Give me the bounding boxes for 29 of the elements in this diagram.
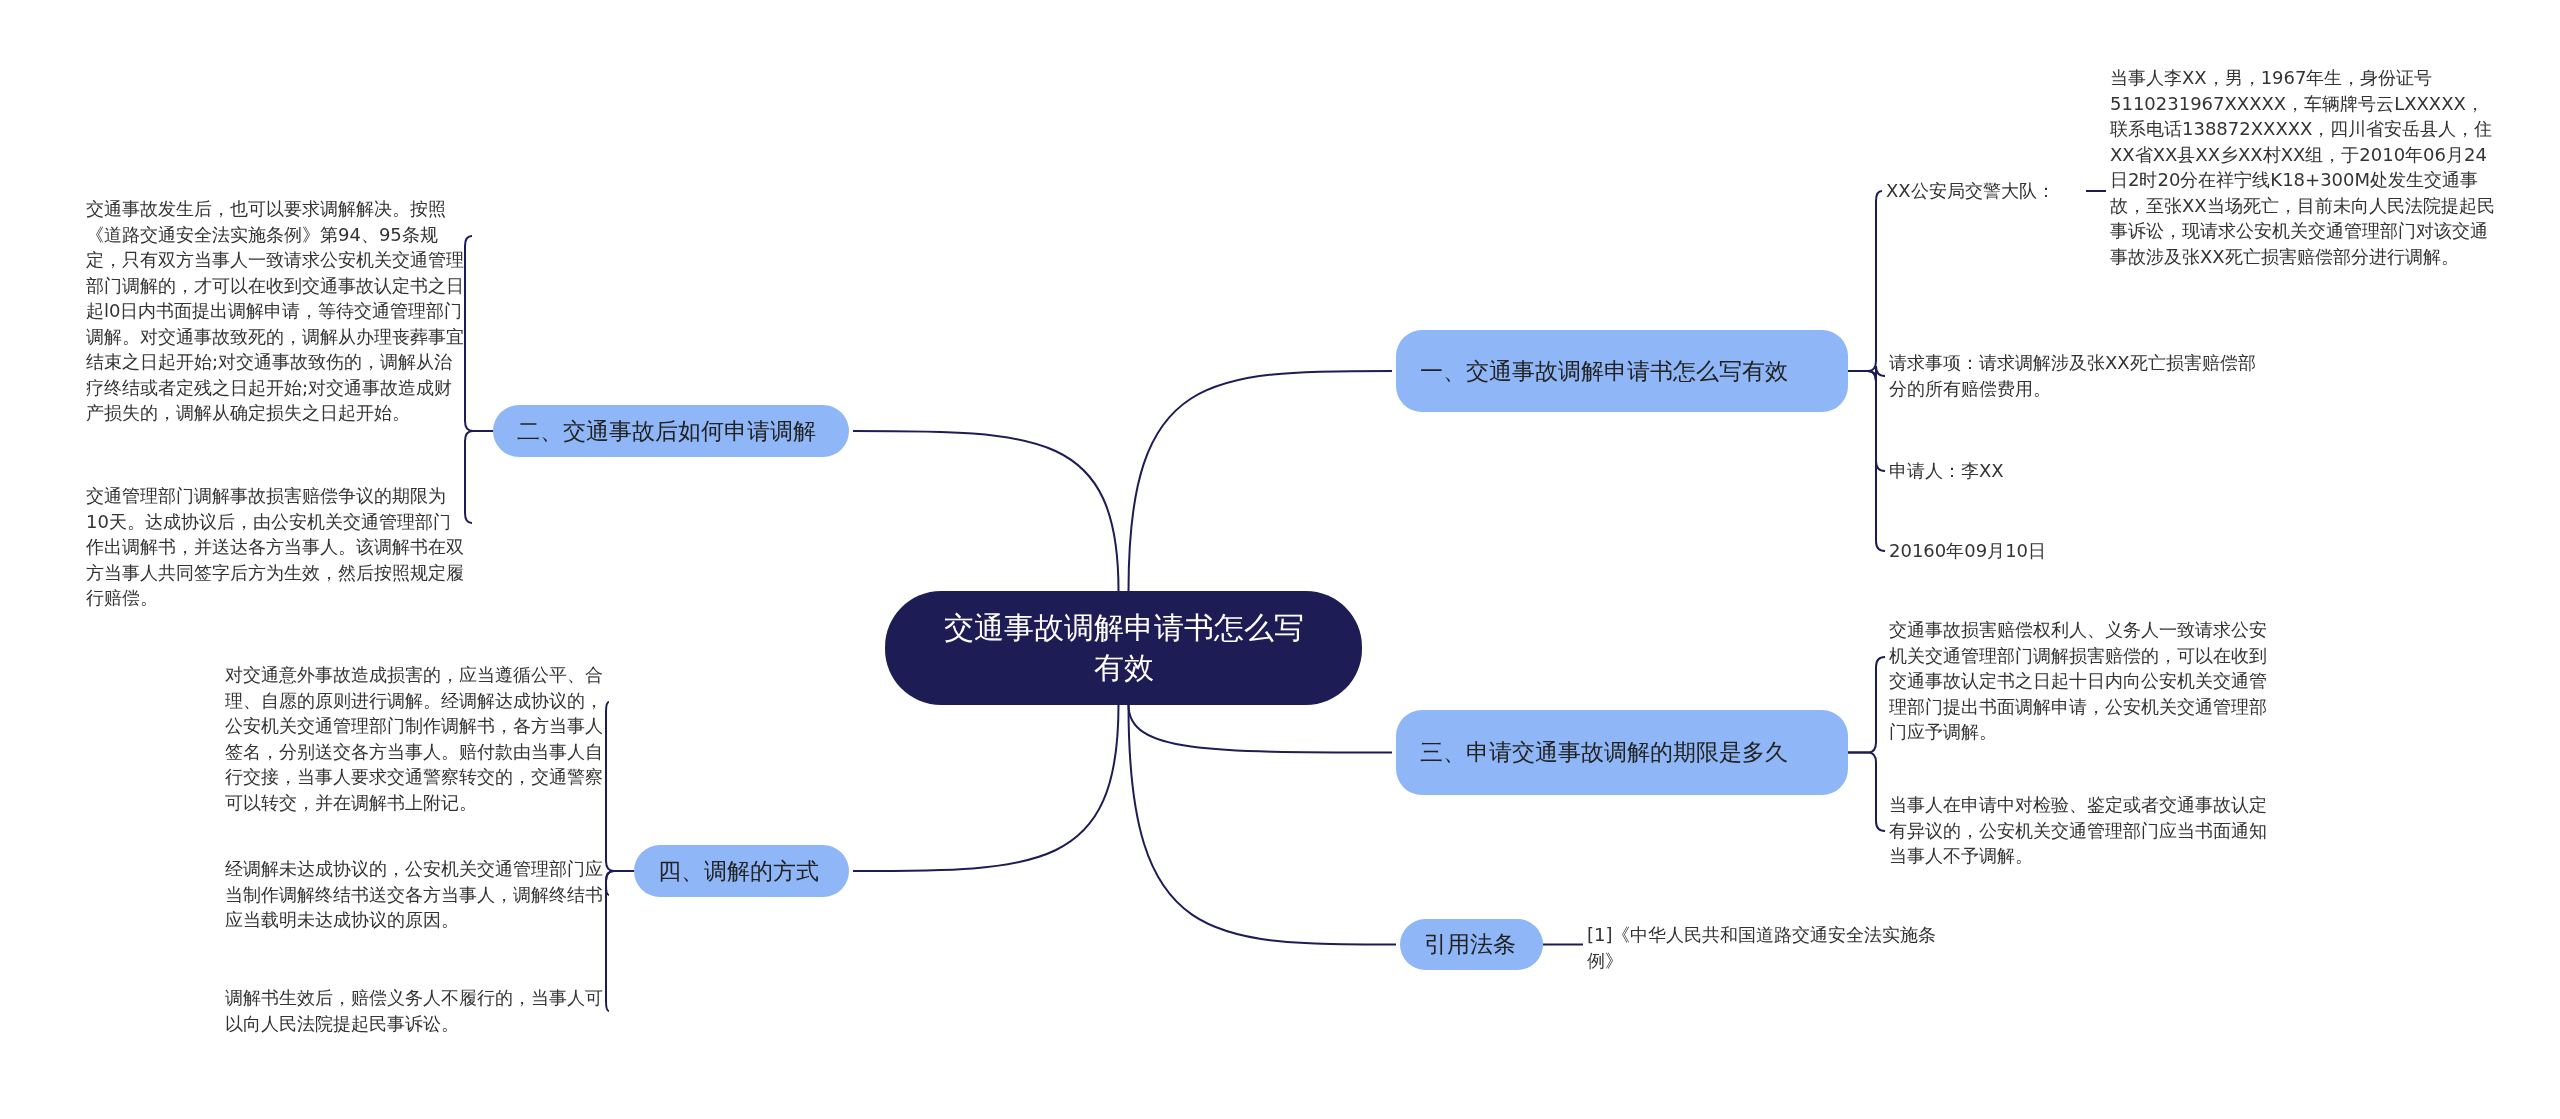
note-text: 经调解未达成协议的，公安机关交通管理部门应当制作调解终结书送交各方当事人，调解终结书应当载明未达成协议的原因。: [225, 856, 605, 933]
connector: [464, 430, 494, 524]
connector: [2085, 190, 2107, 192]
note-text: 交通管理部门调解事故损害赔偿争议的期限为10天。达成协议后，由公安机关交通管理部门作出调解书，并送达各方当事人。该调解书在双方当事人共同签字后方为生效，然后按照规定履行赔偿。: [86, 483, 468, 611]
connector: [1542, 943, 1584, 946]
topic-box: 一、交通事故调解申请书怎么写有效: [1396, 330, 1848, 412]
connector: [605, 870, 635, 1012]
topic-box: 四、调解的方式: [634, 845, 849, 897]
note-text: 当事人李XX，男，1967年生，身份证号5110231967XXXXX，车辆牌号云LXXXXX，联系电话138872XXXXX，四川省安岳县人，住XX省XX县XX乡XX村XX组，于2010年06月24日2时20分在祥宁线K18+300M处发生交通事故，至张XX当场死亡，目前未向人民法院提起民事诉讼，现请求公安机关交通管理部门对该交通事故涉及张XX死亡损害赔偿部分进行调解。: [2110, 65, 2500, 269]
note-text: 交通事故发生后，也可以要求调解解决。按照《道路交通安全法实施条例》第94、95条规定，只有双方当事人一致请求公安机关交通管理部门调解的，才可以在收到交通事故认定书之日起l0日内书面提出调解申请，等待交通管理部门调解。对交通事故致死的，调解从办理丧葬事宜结束之日起开始;对交通事故致伤的，调解从治疗终结或者定残之日起开始;对交通事故造成财产损失的，调解从确定损失之日起开始。: [86, 196, 468, 426]
note-text: XX公安局交警大队：: [1886, 178, 2086, 204]
topic-box: 三、申请交通事故调解的期限是多久: [1396, 710, 1848, 795]
connector: [1127, 370, 1393, 592]
connector: [1847, 370, 1886, 552]
note-text: [1]《中华人民共和国道路交通安全法实施条例》: [1587, 922, 1947, 973]
central-topic: 交通事故调解申请书怎么写有效: [885, 591, 1362, 705]
connector: [852, 430, 1120, 592]
note-text: 20160年09月10日: [1889, 538, 2139, 564]
note-text: 请求事项：请求调解涉及张XX死亡损害赔偿部分的所有赔偿费用。: [1889, 350, 2259, 401]
note-text: 交通事故损害赔偿权利人、义务人一致请求公安机关交通管理部门调解损害赔偿的，可以在收到交通事故认定书之日起十日内向公安机关交通管理部门提出书面调解申请，公安机关交通管理部门应予调解。: [1889, 617, 2267, 745]
connector: [1127, 704, 1397, 946]
note-text: 当事人在申请中对检验、鉴定或者交通事故认定有异议的，公安机关交通管理部门应当书面通知当事人不予调解。: [1889, 792, 2267, 869]
note-text: 申请人：李XX: [1889, 458, 2089, 484]
connector: [852, 704, 1120, 872]
topic-box: 引用法条: [1400, 919, 1543, 970]
connector: [1847, 751, 1886, 832]
note-text: 对交通意外事故造成损害的，应当遵循公平、合理、自愿的原则进行调解。经调解达成协议的，公安机关交通管理部门制作调解书，各方当事人签名，分别送交各方当事人。赔付款由当事人自行交接，当事人要求交通警察转交的，交通警察可以转交，并在调解书上附记。: [225, 662, 605, 815]
topic-box: 二、交通事故后如何申请调解: [493, 405, 849, 457]
note-text: 调解书生效后，赔偿义务人不履行的，当事人可以向人民法院提起民事诉讼。: [225, 985, 605, 1036]
